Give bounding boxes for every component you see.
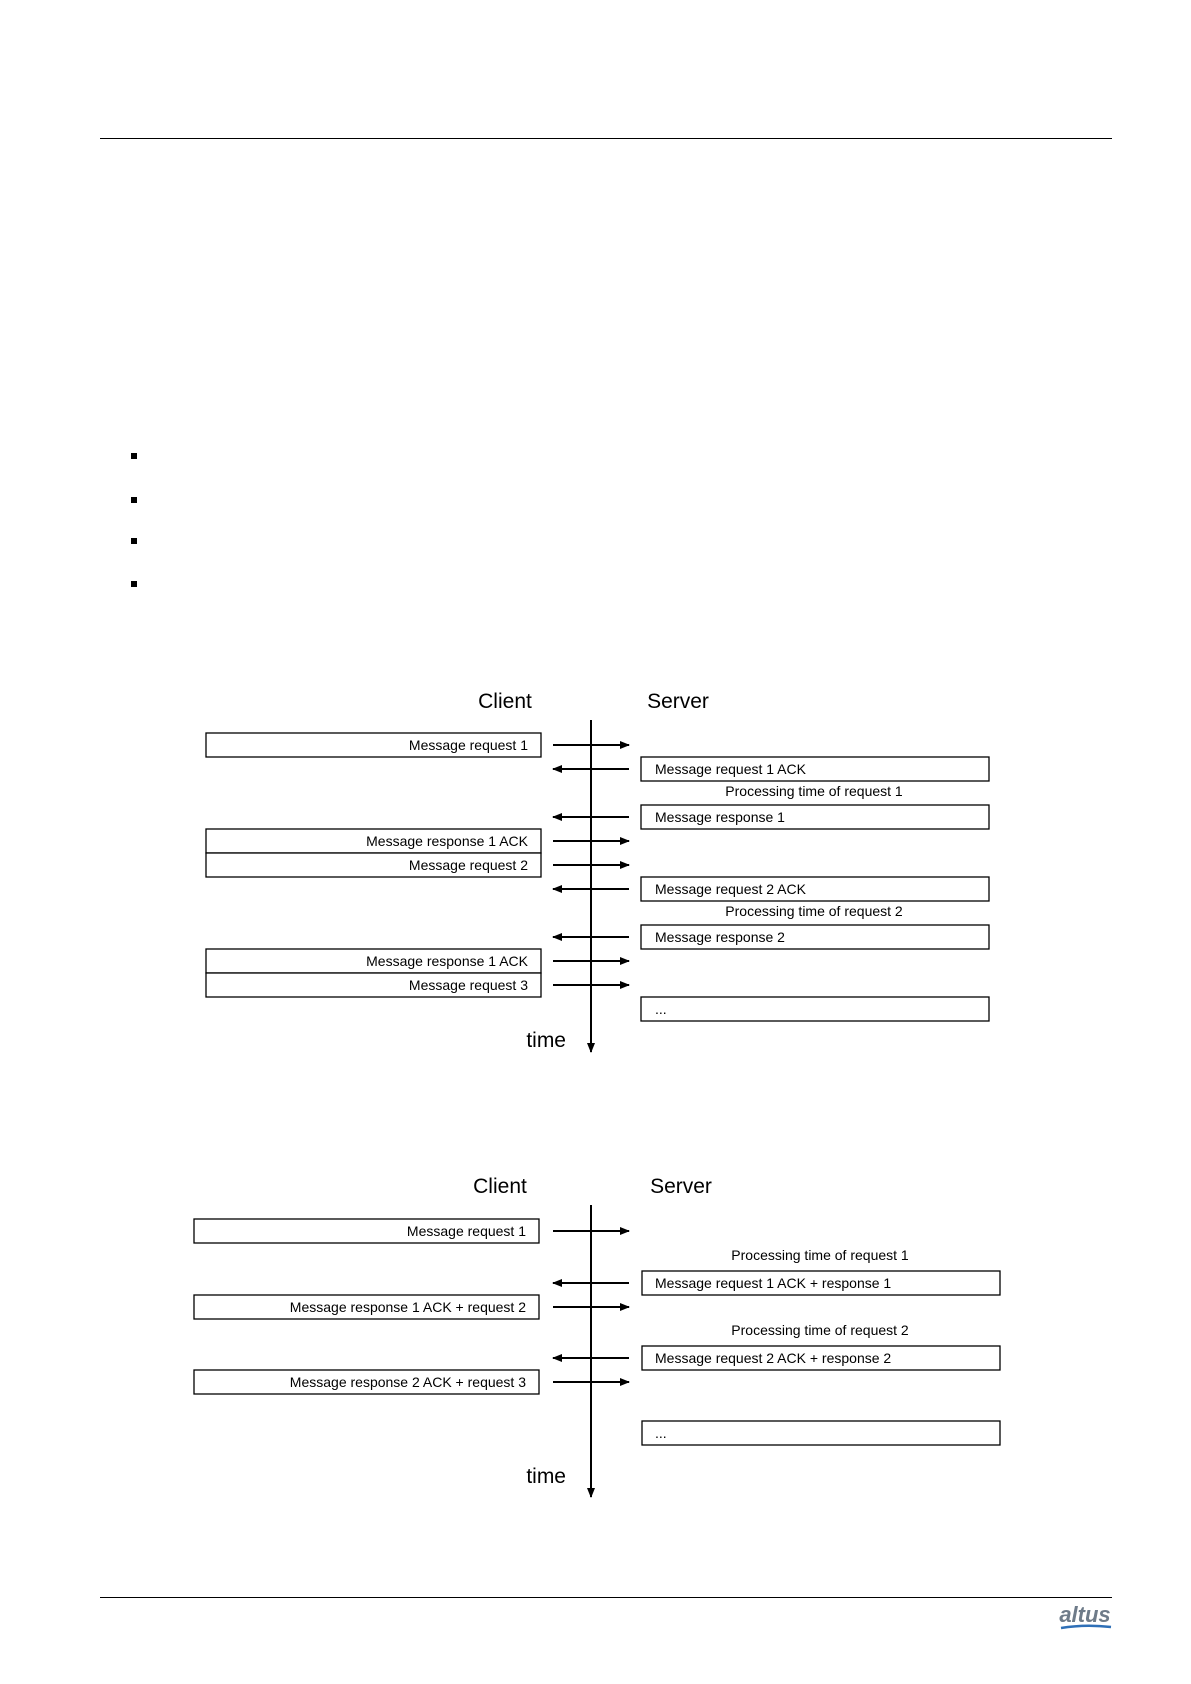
footer-rule xyxy=(100,1597,1112,1598)
client-message: Message response 1 ACK xyxy=(366,953,529,969)
logo-text: altus xyxy=(1059,1602,1110,1627)
client-message-box xyxy=(205,732,542,758)
processing-time-label: Processing time of request 2 xyxy=(731,1322,909,1338)
client-message: Message response 1 ACK xyxy=(366,833,529,849)
client-header: Client xyxy=(478,690,532,713)
server-message-box xyxy=(640,996,990,1022)
server-message-box xyxy=(640,924,990,950)
client-message: Message request 3 xyxy=(409,977,528,993)
server-header: Server xyxy=(650,1175,712,1198)
client-message-box xyxy=(193,1369,540,1395)
time-label: time xyxy=(526,1465,566,1488)
list-bullet xyxy=(131,581,137,587)
client-message-box xyxy=(205,828,542,854)
client-message-box xyxy=(193,1218,540,1244)
server-message-box xyxy=(641,1345,1001,1371)
server-message: Message request 1 ACK xyxy=(655,761,807,777)
list-bullet xyxy=(131,497,137,503)
server-message: Message response 2 xyxy=(655,929,785,945)
processing-time-label: Processing time of request 1 xyxy=(725,783,903,799)
server-message-box xyxy=(641,1270,1001,1296)
client-message-box xyxy=(205,972,542,998)
logo-swoosh xyxy=(1060,1624,1112,1630)
time-label: time xyxy=(526,1029,566,1052)
server-message: Message request 1 ACK + response 1 xyxy=(655,1275,891,1291)
server-message-box xyxy=(641,1420,1001,1446)
client-message: Message response 2 ACK + request 3 xyxy=(290,1374,526,1390)
client-message: Message request 1 xyxy=(409,737,528,753)
client-message: Message response 1 ACK + request 2 xyxy=(290,1299,526,1315)
server-message: Message request 2 ACK xyxy=(655,881,807,897)
client-message: Message request 2 xyxy=(409,857,528,873)
client-header: Client xyxy=(473,1175,527,1198)
server-header: Server xyxy=(647,690,709,713)
altus-logo: altus xyxy=(1059,1602,1112,1630)
sequence-diagram-2: Client Server time Message request 1 Mes… xyxy=(193,1175,1001,1498)
list-bullet xyxy=(131,538,137,544)
server-message-box xyxy=(640,804,990,830)
server-message: Message request 2 ACK + response 2 xyxy=(655,1350,891,1366)
server-message: Message response 1 xyxy=(655,809,785,825)
client-message-box xyxy=(193,1294,540,1320)
header-rule xyxy=(100,138,1112,139)
server-message: ... xyxy=(655,1001,667,1017)
processing-time-label: Processing time of request 1 xyxy=(731,1247,909,1263)
client-message-box xyxy=(205,852,542,878)
client-message: Message request 1 xyxy=(407,1223,526,1239)
processing-time-label: Processing time of request 2 xyxy=(725,903,903,919)
sequence-diagram-1: Client Server time Message request 1 Mes… xyxy=(205,690,990,1053)
server-message-box xyxy=(640,756,990,782)
server-message: ... xyxy=(655,1425,667,1441)
list-bullet xyxy=(131,453,137,459)
server-message-box xyxy=(640,876,990,902)
